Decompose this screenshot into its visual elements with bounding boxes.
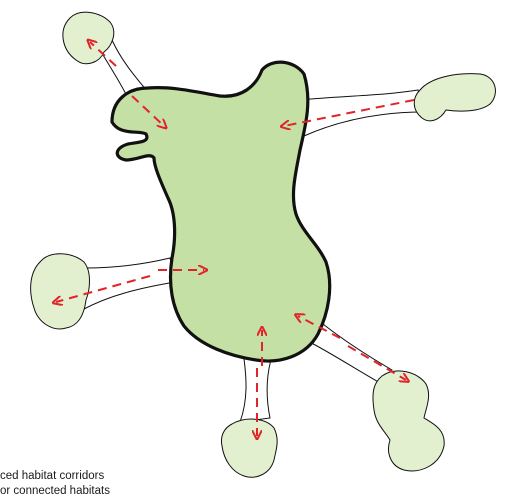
caption-connected-habitats: or connected habitats [0,484,110,498]
habitat-patch-left [31,254,90,329]
habitat-patch-bottom-right [373,371,444,471]
caption-corridors: ced habitat corridors [0,469,104,483]
corridor-top-right [300,90,424,136]
habitat-patch-bottom [221,419,277,477]
corridor-left [82,258,175,310]
habitat-patch-top-right [414,74,495,121]
